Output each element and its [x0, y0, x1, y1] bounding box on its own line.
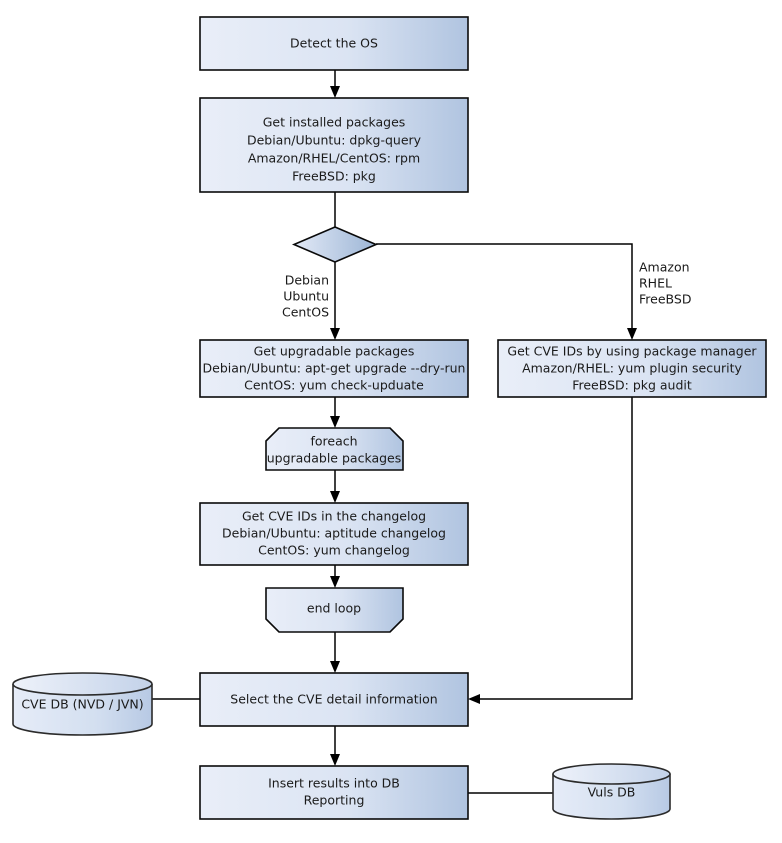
connector-pkgmanager-to-select-cve — [468, 397, 633, 704]
node-foreach-loop-start-line-1: foreach — [310, 434, 357, 449]
node-get-cve-ids-changelog[interactable]: Get CVE IDs in the changelog Debian/Ubun… — [199, 502, 469, 566]
edge-label-right-branch: Amazon RHEL FreeBSD — [639, 260, 691, 307]
node-get-installed-packages-line-2: Debian/Ubuntu: dpkg-query — [247, 133, 422, 148]
edge-label-right-branch-line-2: RHEL — [639, 276, 672, 291]
node-insert-results-line-2: Reporting — [304, 793, 365, 808]
edge-label-left-branch-line-1: Debian — [285, 273, 329, 288]
node-get-upgradable-packages[interactable]: Get upgradable packages Debian/Ubuntu: a… — [199, 339, 469, 398]
connector-select-cve-to-insert — [330, 726, 340, 766]
node-vuls-db-label: Vuls DB — [588, 785, 636, 800]
node-insert-results-line-1: Insert results into DB — [268, 776, 400, 791]
node-get-cve-ids-pkg-manager[interactable]: Get CVE IDs by using package manager Ama… — [497, 339, 767, 398]
node-get-installed-packages-line-3: Amazon/RHEL/CentOS: rpm — [248, 151, 420, 166]
node-select-cve-detail[interactable]: Select the CVE detail information — [199, 672, 469, 727]
node-get-cve-ids-changelog-line-1: Get CVE IDs in the changelog — [242, 509, 426, 524]
connector-changelog-to-endloop — [330, 565, 340, 588]
node-get-cve-ids-changelog-line-2: Debian/Ubuntu: aptitude changelog — [222, 526, 446, 541]
edge-label-left-branch-line-3: CentOS — [282, 305, 329, 320]
node-detect-os[interactable]: Detect the OS — [199, 16, 469, 71]
edge-label-left-branch-line-2: Ubuntu — [283, 289, 329, 304]
node-end-loop[interactable]: end loop — [265, 587, 404, 633]
node-get-cve-ids-pkg-manager-line-1: Get CVE IDs by using package manager — [507, 344, 757, 359]
connector-upgradable-to-foreach — [330, 397, 340, 428]
node-get-cve-ids-pkg-manager-line-2: Amazon/RHEL: yum plugin security — [522, 361, 742, 376]
node-select-cve-detail-line-1: Select the CVE detail information — [230, 692, 437, 707]
node-detect-os-line-1: Detect the OS — [290, 36, 378, 51]
node-os-decision[interactable] — [291, 226, 379, 263]
node-get-upgradable-packages-line-2: Debian/Ubuntu: apt-get upgrade --dry-run — [203, 361, 466, 376]
node-insert-results[interactable]: Insert results into DB Reporting — [199, 765, 469, 820]
connector-foreach-to-changelog — [330, 470, 340, 503]
connector-decision-left-branch — [330, 262, 340, 340]
connector-endloop-to-select-cve — [330, 632, 340, 673]
edge-label-left-branch: Debian Ubuntu CentOS — [282, 273, 329, 320]
node-cve-db[interactable]: CVE DB (NVD / JVN) — [12, 672, 153, 736]
node-cve-db-label: CVE DB (NVD / JVN) — [21, 697, 143, 712]
node-get-installed-packages-line-1: Get installed packages — [263, 115, 406, 130]
node-get-upgradable-packages-line-3: CentOS: yum check-upduate — [244, 378, 424, 393]
node-vuls-db[interactable]: Vuls DB — [552, 763, 671, 820]
connector-decision-right-branch — [376, 243, 637, 340]
node-get-upgradable-packages-line-1: Get upgradable packages — [254, 344, 415, 359]
node-foreach-loop-start[interactable]: foreach upgradable packages — [265, 427, 404, 471]
edge-label-right-branch-line-3: FreeBSD — [639, 292, 691, 307]
node-foreach-loop-start-line-2: upgradable packages — [267, 451, 402, 466]
node-end-loop-line-1: end loop — [307, 601, 361, 616]
node-get-installed-packages-line-4: FreeBSD: pkg — [292, 169, 376, 184]
node-get-cve-ids-changelog-line-3: CentOS: yum changelog — [258, 543, 410, 558]
edge-label-right-branch-line-1: Amazon — [639, 260, 690, 275]
connector-detect-os-to-installed-packages — [330, 70, 340, 98]
node-get-installed-packages[interactable]: Get installed packages Debian/Ubuntu: dp… — [199, 97, 469, 193]
node-get-cve-ids-pkg-manager-line-3: FreeBSD: pkg audit — [572, 378, 692, 393]
